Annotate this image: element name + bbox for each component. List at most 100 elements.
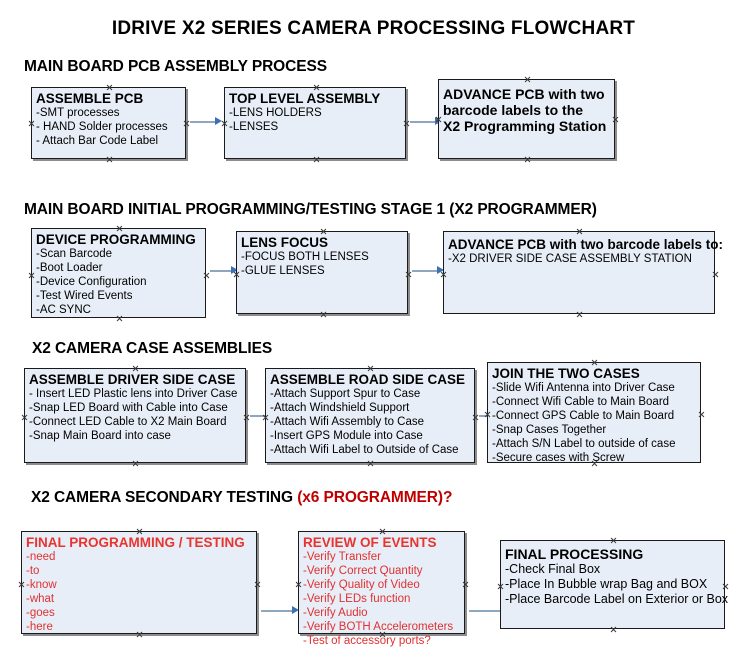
connector-handle-right[interactable] <box>712 271 719 278</box>
node-line: -Snap Cases Together <box>492 424 607 436</box>
node-line: -GLUE LENSES <box>241 265 325 277</box>
connector-handle-top[interactable] <box>610 537 617 544</box>
connector-handle-bottom[interactable] <box>106 156 113 163</box>
connector-handle-right[interactable] <box>254 581 261 588</box>
node-line: -X2 DRIVER SIDE CASE ASSEMBLY STATION <box>448 253 692 265</box>
connector-handle-bottom[interactable] <box>320 311 327 318</box>
connector-handle-right[interactable] <box>243 414 250 421</box>
node-body: ASSEMBLE DRIVER SIDE CASE - Insert LED P… <box>29 372 243 443</box>
node-final-processing[interactable]: FINAL PROCESSING -Check Final Box -Place… <box>497 537 729 629</box>
node-line: -Verify Transfer <box>303 551 381 563</box>
connector-handle-right[interactable] <box>698 411 705 418</box>
node-heading: DEVICE PROGRAMMING <box>36 232 196 247</box>
node-advance-pcb-programming-station[interactable]: ADVANCE PCB with two barcode labels to t… <box>438 79 615 159</box>
connector-handle-top[interactable] <box>106 84 113 91</box>
node-line: -LENS HOLDERS <box>229 107 322 119</box>
section-title-accent: (x6 PROGRAMMER)? <box>297 489 453 506</box>
node-line: -Boot Loader <box>36 262 103 274</box>
connector-handle-top[interactable] <box>367 365 374 372</box>
node-top-level-assembly[interactable]: TOP LEVEL ASSEMBLY -LENS HOLDERS -LENSES <box>224 87 406 159</box>
section-title-text: MAIN BOARD PCB ASSEMBLY PROCESS <box>24 58 327 75</box>
connector-handle-top[interactable] <box>524 76 531 83</box>
connector-handle-bottom[interactable] <box>576 311 583 318</box>
arrow-device-programming-to-lens-focus <box>210 266 238 275</box>
node-line: -Secure cases with Screw <box>492 452 625 464</box>
node-line: -Verify LEDs function <box>303 593 411 605</box>
node-heading-line-3: X2 Programming Station <box>443 118 607 134</box>
node-heading: JOIN THE TWO CASES <box>492 366 640 381</box>
connector-handle-top[interactable] <box>136 528 143 535</box>
node-line: -Place Barcode Label on Exterior or Box <box>505 592 729 606</box>
connector-handle-left[interactable] <box>295 581 302 588</box>
arrow-shaft <box>210 270 232 272</box>
node-line: -Connect Wifi Cable to Main Board <box>492 396 670 408</box>
node-line: - HAND Solder processes <box>36 121 168 133</box>
node-line: -Attach Windshield Support <box>270 402 410 414</box>
connector-handle-top[interactable] <box>116 225 123 232</box>
connector-handle-left[interactable] <box>28 272 35 279</box>
node-line: -need <box>26 551 56 563</box>
connector-handle-bottom[interactable] <box>610 626 617 633</box>
node-line: -Attach Support Spur to Case <box>270 388 421 400</box>
connector-handle-bottom[interactable] <box>132 460 139 467</box>
node-review-of-events[interactable]: REVIEW OF EVENTS -Verify Transfer -Verif… <box>295 528 465 647</box>
node-body: LENS FOCUS -FOCUS BOTH LENSES -GLUE LENS… <box>241 235 405 278</box>
connector-handle-top[interactable] <box>313 84 320 91</box>
node-line: -goes <box>26 607 55 619</box>
node-line: -Insert GPS Module into Case <box>270 430 423 442</box>
connector-handle-top[interactable] <box>379 528 386 535</box>
node-body: ASSEMBLE ROAD SIDE CASE -Attach Support … <box>270 372 472 457</box>
connector-handle-right[interactable] <box>722 583 729 590</box>
connector-handle-right[interactable] <box>472 414 479 421</box>
node-body: JOIN THE TWO CASES -Slide Wifi Antenna i… <box>492 366 698 465</box>
connector-handle-left[interactable] <box>21 414 28 421</box>
node-heading-line-2: barcode labels to the <box>443 102 584 118</box>
connector-handle-left[interactable] <box>28 120 35 127</box>
connector-handle-right[interactable] <box>405 271 412 278</box>
arrow-head <box>231 266 238 274</box>
node-join-the-two-cases[interactable]: JOIN THE TWO CASES -Slide Wifi Antenna i… <box>487 359 701 465</box>
connector-handle-right[interactable] <box>183 120 190 127</box>
arrow-shaft <box>410 121 436 123</box>
node-assemble-road-side-case[interactable]: ASSEMBLE ROAD SIDE CASE -Attach Support … <box>265 368 475 463</box>
arrow-shaft <box>261 610 293 612</box>
arrow-shaft <box>250 415 272 417</box>
node-body: DEVICE PROGRAMMING -Scan Barcode -Boot L… <box>36 232 203 317</box>
section-title-x2-camera-secondary-testing: X2 CAMERA SECONDARY TESTING (x6 PROGRAMM… <box>31 489 452 507</box>
node-lens-focus[interactable]: LENS FOCUS -FOCUS BOTH LENSES -GLUE LENS… <box>236 231 408 314</box>
connector-handle-right[interactable] <box>403 120 410 127</box>
node-line: -here <box>26 621 53 633</box>
connector-handle-top[interactable] <box>591 359 598 366</box>
connector-handle-left[interactable] <box>221 120 228 127</box>
node-line: -Snap Main Board into case <box>29 430 171 442</box>
node-line: -Test Wired Events <box>36 290 133 302</box>
connector-handle-left[interactable] <box>18 581 25 588</box>
connector-handle-bottom[interactable] <box>367 460 374 467</box>
node-line: -SMT processes <box>36 107 120 119</box>
node-final-programming-testing[interactable]: FINAL PROGRAMMING / TESTING -need -to -k… <box>21 531 257 634</box>
connector-handle-left[interactable] <box>497 583 504 590</box>
connector-handle-top[interactable] <box>132 365 139 372</box>
node-line: -Verify BOTH Accelerometers <box>303 621 454 633</box>
connector-handle-top[interactable] <box>320 228 327 235</box>
connector-handle-top[interactable] <box>576 228 583 235</box>
node-line: -Attach Wifi Assembly to Case <box>270 416 425 428</box>
arrow-shaft <box>412 270 438 272</box>
node-line: -Scan Barcode <box>36 248 113 260</box>
connector-handle-right[interactable] <box>612 116 619 123</box>
node-line-overflow: -Test of accessory ports? <box>303 635 431 647</box>
page-title: IDRIVE X2 SERIES CAMERA PROCESSING FLOWC… <box>111 18 636 39</box>
node-assemble-driver-side-case[interactable]: ASSEMBLE DRIVER SIDE CASE - Insert LED P… <box>24 368 246 463</box>
connector-handle-bottom[interactable] <box>313 156 320 163</box>
node-device-programming[interactable]: DEVICE PROGRAMMING -Scan Barcode -Boot L… <box>31 228 206 318</box>
connector-handle-right[interactable] <box>462 581 469 588</box>
node-line: -to <box>26 565 40 577</box>
node-line: -Device Configuration <box>36 276 147 288</box>
node-line: -Check Final Box <box>505 562 601 576</box>
node-assemble-pcb[interactable]: ASSEMBLE PCB -SMT processes - HAND Solde… <box>31 87 186 159</box>
node-advance-pcb-driver-side-case[interactable]: ADVANCE PCB with two barcode labels to: … <box>443 228 724 314</box>
connector-handle-bottom[interactable] <box>524 156 531 163</box>
connector-handle-right[interactable] <box>203 272 210 279</box>
node-heading: ADVANCE PCB with two barcode labels to: <box>448 237 724 252</box>
node-heading: ASSEMBLE PCB <box>36 91 144 106</box>
